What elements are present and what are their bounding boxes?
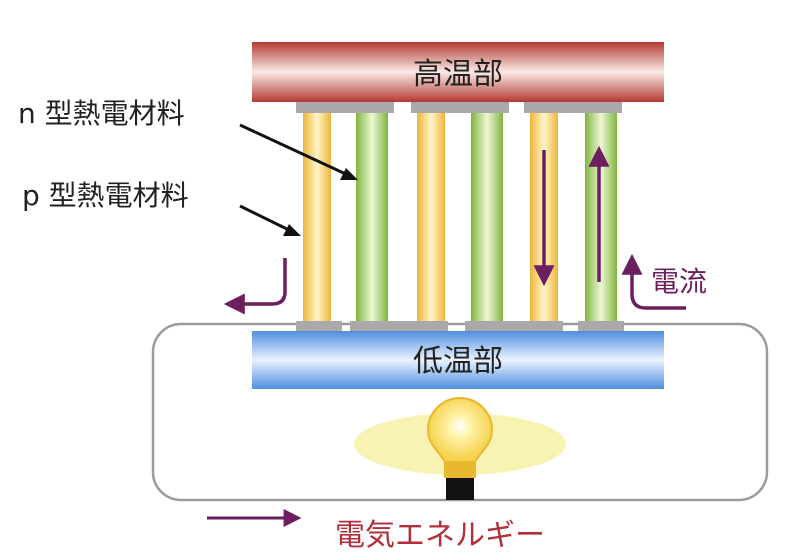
cold-plate <box>252 331 664 389</box>
p-type-pointer-arrow <box>239 204 294 234</box>
n-type-label: n 型熱電材料 <box>18 97 185 130</box>
light-bulb-icon <box>426 397 494 463</box>
p-type-pointer-arrow-head <box>283 224 301 236</box>
top-electrode <box>524 102 622 113</box>
bulb-base <box>444 462 476 478</box>
electric-energy-label: 電気エネルギー <box>335 518 545 553</box>
p-type-leg <box>303 113 331 321</box>
hot-plate <box>252 42 664 102</box>
n-type-leg <box>585 113 617 321</box>
cold-plate-label: 低温部 <box>413 344 503 379</box>
p-type-label: p 型熱電材料 <box>22 179 189 212</box>
bottom-electrode <box>465 321 563 331</box>
n-type-pointer-arrow <box>239 123 351 178</box>
hot-plate-label: 高温部 <box>413 57 503 92</box>
current-right-curved-arrow <box>621 253 686 310</box>
current-left-curved-arrow <box>223 258 287 315</box>
current-label: 電流 <box>651 265 707 298</box>
p-type-leg <box>417 113 445 321</box>
bulb-socket <box>446 478 474 500</box>
top-electrode <box>411 102 509 113</box>
top-electrode <box>296 102 394 113</box>
n-type-leg <box>356 113 388 321</box>
bottom-electrode <box>296 321 342 331</box>
n-type-leg <box>471 113 503 321</box>
bottom-electrode <box>350 321 448 331</box>
n-type-pointer-arrow-head <box>340 168 358 180</box>
bottom-electrode <box>578 321 624 331</box>
